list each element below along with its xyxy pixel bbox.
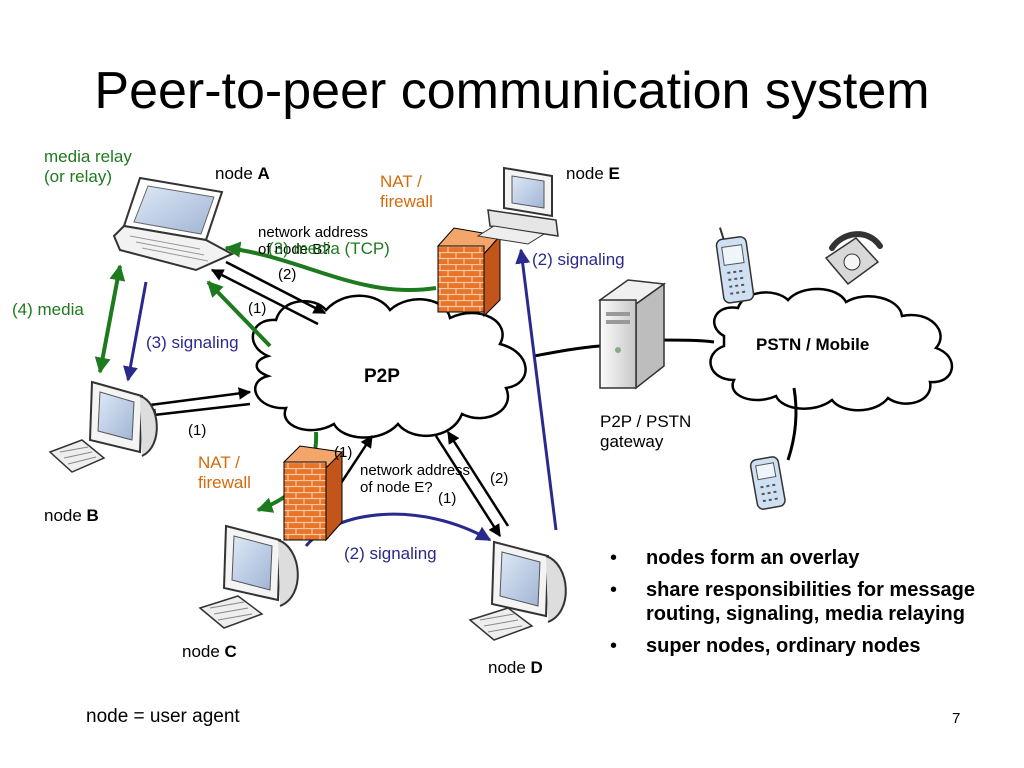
arrow-p2p-to-b [143,402,251,421]
nat-top-line1: NAT / [380,172,422,191]
node-d-label: node D [488,658,543,678]
legend-text: node = user agent [86,706,240,727]
bullet-item: nodes form an overlay [606,546,1016,570]
node-c-label: node C [182,642,237,662]
server-icon [597,279,667,390]
nat-firewall-top-label: NAT / firewall [380,172,433,211]
arrow-b-to-p2p [149,387,252,407]
media-4-label: (4) media [12,300,84,319]
network-address-e-label: network address of node E? [360,462,470,497]
laptop-icon [112,176,235,272]
step-1-a-label: (1) [248,300,267,317]
step-1-d-label: (1) [438,490,457,507]
node-a-prefix: node [215,164,258,183]
page-number: 7 [952,710,961,727]
signaling-arrow-b [123,281,148,382]
p2p-cloud [251,294,527,439]
gateway-line1: P2P / PSTN [600,412,692,431]
step-2-d-label: (2) [490,470,509,487]
firewall-top-icon [437,227,501,318]
step-1-c-label: (1) [334,444,353,461]
page-title: Peer-to-peer communication system [94,62,930,120]
mobile-phone-icon [715,227,755,304]
media-relay-line2: (or relay) [44,166,113,186]
media-arrow-a-side [206,280,272,348]
desktop-computer-icon [198,524,299,629]
network-address-e-line1: network address [360,462,471,479]
network-address-b-line2: of node B? [258,241,331,259]
node-a-letter: A [257,164,270,183]
pstn-to-phone-line [786,387,798,461]
desktop-computer-icon [468,540,567,641]
network-address-e-line2: of node E? [360,479,433,497]
network-address-b-label: network address of node B? [258,224,368,259]
desktop-computer-icon [48,380,158,473]
arrow-d-to-p2p [446,430,510,527]
media-relay-line1: media relay [44,147,132,166]
mobile-phone-icon [749,456,786,510]
nat-bottom-line2: firewall [198,472,251,492]
p2p-cloud-label: P2P [364,366,400,387]
node-c-prefix: node [182,642,225,661]
node-a-label: node A [215,164,270,184]
bullet-list: nodes form an overlay share responsibili… [606,546,1016,666]
gateway-label: P2P / PSTN gateway [600,412,691,451]
pstn-cloud-label: PSTN / Mobile [756,335,870,354]
signaling-cd-label: (2) signaling [344,544,437,563]
p2p-to-gateway-line [533,344,601,358]
node-e-letter: E [608,164,620,183]
signaling-b-label: (3) signaling [146,333,239,352]
signaling-e-label: (2) signaling [532,250,625,269]
nat-top-line2: firewall [380,191,433,211]
telephone-icon [824,231,883,286]
pstn-cloud [709,287,954,412]
nat-firewall-bottom-label: NAT / firewall [198,453,251,492]
signaling-arrow-d-to-e [515,248,558,531]
network-address-b-line1: network address [258,224,369,241]
node-b-letter: B [86,506,99,525]
step-1-b-label: (1) [188,422,207,439]
node-d-letter: D [530,658,543,677]
node-c-letter: C [224,642,237,661]
media-relay-label: media relay (or relay) [44,147,132,186]
arrow-a-to-p2p [225,260,327,315]
bullet-item: super nodes, ordinary nodes [606,634,1016,658]
arrow-p2p-to-d [434,435,502,538]
firewall-bottom-icon [282,445,344,542]
gateway-line2: gateway [600,431,664,451]
media-tcp-arrow [224,241,437,293]
media-arrow-b-to-a [94,264,126,374]
node-b-prefix: node [44,506,87,525]
node-e-prefix: node [566,164,609,183]
step-2-top-label: (2) [278,266,297,283]
media-tcp-label: (3) media (TCP) [268,239,390,258]
node-e-label: node E [566,164,620,184]
arrow-p2p-to-a [210,268,319,326]
desktop-computer-icon [476,166,559,245]
nat-bottom-line1: NAT / [198,453,240,472]
node-b-label: node B [44,506,99,526]
node-d-prefix: node [488,658,531,677]
bullet-item: share responsibilities for message routi… [606,578,1016,626]
